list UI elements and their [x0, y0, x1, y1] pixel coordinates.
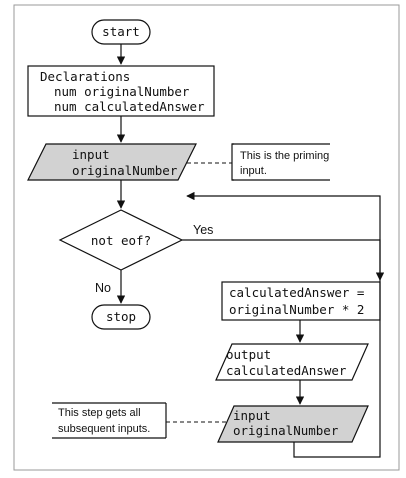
declaration-original-number: num originalNumber — [54, 84, 190, 99]
loop-note-line1: This step gets all — [58, 407, 141, 419]
process-line2: originalNumber * 2 — [229, 302, 364, 317]
stop-terminator: stop — [91, 304, 151, 330]
process-line1: calculatedAnswer = — [229, 285, 364, 300]
connector-yes-branch — [182, 239, 385, 281]
stop-label: stop — [106, 309, 136, 324]
declarations-box: Declarations num originalNumber num calc… — [27, 65, 215, 117]
yes-label: Yes — [193, 223, 213, 237]
connector-loop-back — [186, 191, 381, 458]
output-line1: output — [226, 347, 271, 362]
diagram-frame — [13, 4, 400, 471]
priming-note-bracket — [231, 143, 234, 181]
priming-input-shape: input originalNumber — [27, 143, 197, 181]
no-label: No — [95, 281, 111, 295]
priming-input-line1: input — [72, 147, 110, 162]
decision-label: not eof? — [91, 233, 151, 248]
loop-input-shape: input originalNumber — [217, 405, 369, 443]
priming-input-line2: originalNumber — [72, 163, 178, 178]
process-box: calculatedAnswer = originalNumber * 2 — [221, 281, 381, 321]
priming-note-line2: input. — [240, 165, 267, 177]
decision-diamond: not eof? — [58, 209, 184, 271]
declarations-title: Declarations — [40, 69, 130, 84]
declaration-calculated-answer: num calculatedAnswer — [54, 99, 205, 114]
loop-input-line2: originalNumber — [233, 423, 339, 438]
output-line2: calculatedAnswer — [226, 363, 347, 378]
priming-note-line1: This is the priming — [240, 150, 329, 162]
start-label: start — [102, 24, 140, 39]
output-shape: output calculatedAnswer — [215, 343, 369, 381]
loop-input-line1: input — [233, 408, 271, 423]
loop-note-line2: subsequent inputs. — [58, 423, 150, 435]
start-terminator: start — [91, 19, 151, 45]
